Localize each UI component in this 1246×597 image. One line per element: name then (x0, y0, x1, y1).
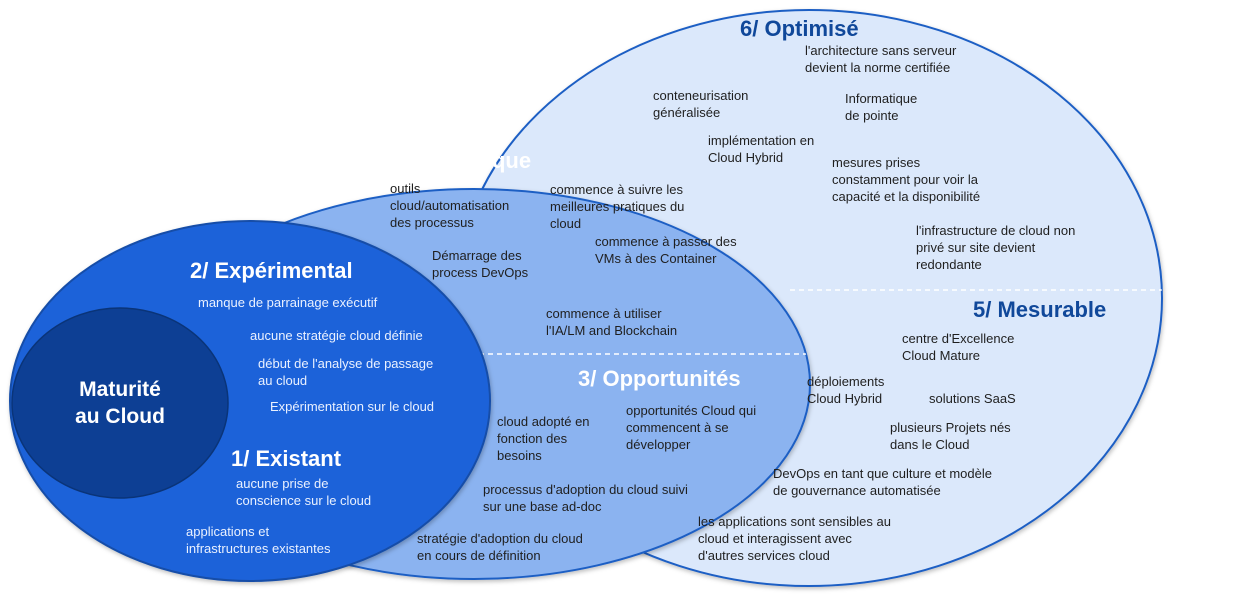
level-5-item-2: déploiements Cloud Hybrid (807, 374, 885, 406)
center-label: Maturité au Cloud (75, 378, 165, 429)
level-2-item-1: manque de parrainage exécutif (198, 295, 378, 310)
level-2-item-4: Expérimentation sur le cloud (270, 399, 435, 414)
level-3-item-4: stratégie d'adoption du cloud en cours d… (417, 531, 583, 563)
level-4-item-2: commence à suivre les meilleures pratiqu… (550, 182, 685, 231)
level-2-title: 2/ Expérimental (190, 258, 353, 283)
level-6-item-5: mesures prises constamment pour voir la … (832, 155, 981, 204)
level-1-title: 1/ Existant (231, 446, 342, 471)
level-5-item-5: DevOps en tant que culture et modèle de … (773, 466, 992, 498)
level-4-title: 4/ Définie, Systématique (388, 122, 532, 174)
level-4-item-1: outils cloud/automatisation des processu… (390, 181, 510, 230)
level-1-item-1: aucune prise de conscience sur le cloud (236, 476, 372, 508)
level-6-item-2: conteneurisation généralisée (653, 88, 749, 120)
ellipse-center (11, 307, 229, 499)
level-6-item-1: l'architecture sans serveur devient la n… (805, 43, 957, 75)
level-5-item-1: centre d'Excellence Cloud Mature (902, 331, 1015, 363)
level-2-item-2: aucune stratégie cloud définie (250, 328, 423, 343)
level-6-item-4: implémentation en Cloud Hybrid (708, 133, 815, 165)
level-2-item-3: début de l'analyse de passage au cloud (258, 356, 434, 388)
level-3-item-1: cloud adopté en fonction des besoins (497, 414, 590, 463)
level-6-item-3: Informatique de pointe (845, 91, 918, 123)
level-5-title: 5/ Mesurable (973, 297, 1107, 322)
level-1-item-2: applications et infrastructures existant… (186, 524, 331, 556)
level-6-item-6: l'infrastructure de cloud non privé sur … (916, 223, 1076, 272)
level-6-title: 6/ Optimisé (740, 16, 859, 41)
level-5-item-4: plusieurs Projets nés dans le Cloud (890, 420, 1011, 452)
level-3-title: 3/ Opportunités (578, 366, 741, 391)
level-3-item-2: opportunités Cloud qui commencent à se d… (626, 403, 757, 452)
level-5-item-3: solutions SaaS (929, 391, 1016, 406)
level-4-item-4: Démarrage des process DevOps (432, 248, 529, 280)
level-4-item-3: commence à passer des VMs à des Containe… (595, 234, 737, 266)
level-4-item-5: commence à utiliser l'IA/LM and Blockcha… (546, 306, 678, 338)
level-5-item-6: les applications sont sensibles au cloud… (698, 514, 891, 563)
level-3-item-3: processus d'adoption du cloud suivi sur … (483, 482, 688, 514)
